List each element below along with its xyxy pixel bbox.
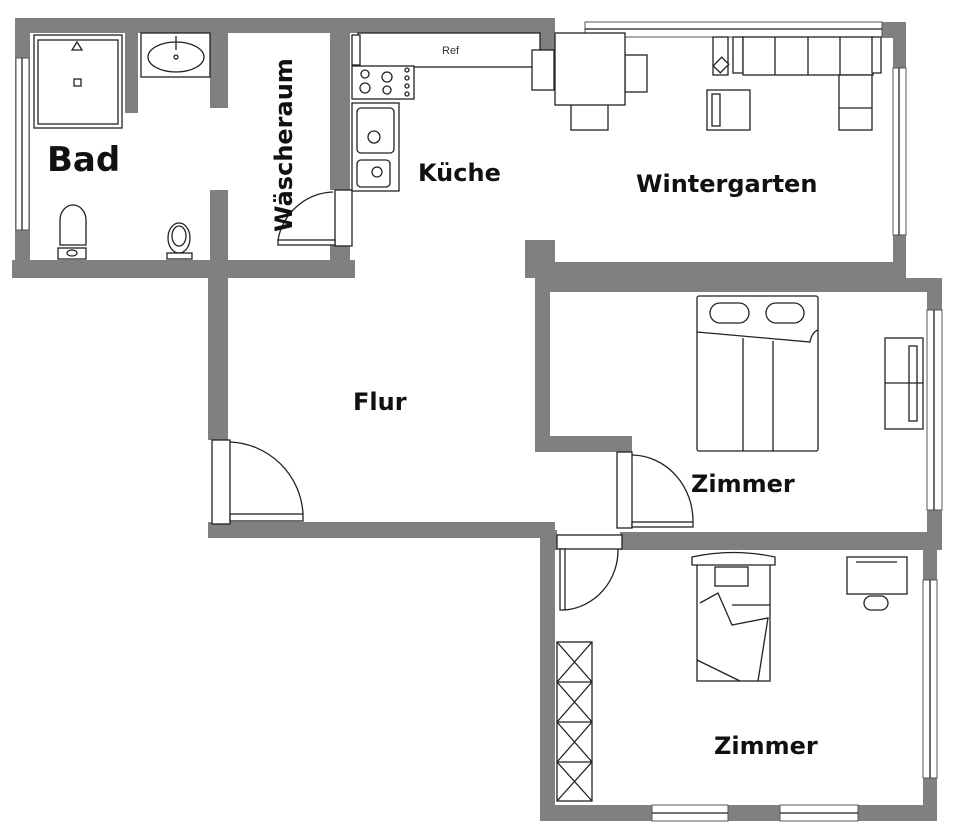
wall-zimmer2-left: [540, 530, 555, 821]
wall-zimmer1-ledge: [535, 436, 632, 452]
washbasin: [140, 32, 211, 78]
wall-flur-left-upper: [208, 278, 228, 440]
single-bed: [691, 551, 776, 682]
wall-zimmer-divider: [620, 532, 942, 550]
kitchen-counter: Ref: [351, 32, 541, 68]
wall-zimmer1-left: [535, 278, 550, 452]
wall-waesche-kueche-upper: [330, 33, 350, 190]
sofa-wintergarten: [706, 36, 882, 131]
wall-zimmer1-top: [535, 278, 942, 292]
doors: [211, 189, 694, 611]
bidet: [166, 222, 193, 260]
room-label-flur: Flur: [353, 388, 407, 416]
windows: [15, 21, 943, 822]
door-zimmer2[interactable]: [556, 534, 623, 611]
dining-table: [531, 32, 648, 131]
fridge-label: Ref: [442, 45, 460, 57]
wall-flur-bottom: [208, 522, 555, 538]
toilet: [57, 204, 87, 260]
room-label-zimmer-1: Zimmer: [691, 470, 795, 498]
wall-top-left: [15, 18, 555, 33]
wall-bad-bottom: [12, 260, 355, 278]
door-entrance[interactable]: [211, 439, 304, 525]
desk: [846, 556, 908, 611]
wall-bad-waesche-upper: [210, 33, 228, 108]
wall-bad-waesche-lower: [210, 190, 228, 260]
kitchen-sink: [351, 102, 400, 192]
sofa-zimmer1: [884, 337, 924, 430]
room-label-zimmer-2: Zimmer: [714, 732, 818, 760]
room-label-bad: Bad: [47, 140, 120, 180]
double-bed: [696, 295, 819, 452]
room-label-waescheraum: Wäscheraum: [270, 58, 298, 232]
wardrobe: [556, 641, 593, 802]
wall-shower-divider: [125, 33, 138, 113]
door-waescheraum[interactable]: [277, 189, 353, 247]
shower: [33, 34, 123, 129]
wall-zimmer2-bottom: [540, 805, 937, 821]
room-label-kueche: Küche: [418, 159, 501, 187]
stove: [351, 65, 415, 100]
wall-waesche-kueche-lower: [330, 245, 350, 275]
door-zimmer1[interactable]: [616, 451, 694, 529]
room-label-wintergarten: Wintergarten: [636, 170, 817, 198]
